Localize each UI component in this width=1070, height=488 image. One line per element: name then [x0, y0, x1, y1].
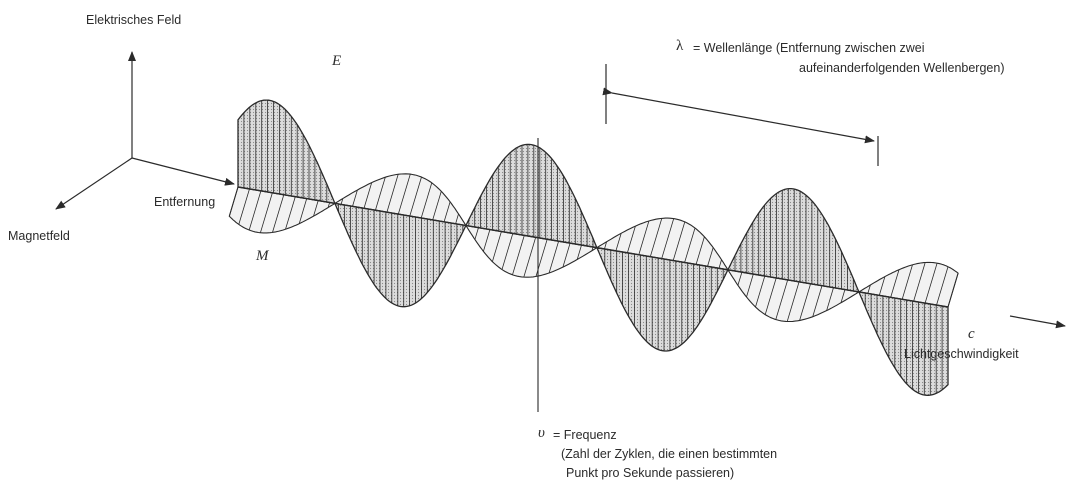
magnetic-field-vector [707, 247, 714, 267]
magnetic-field-vector [867, 284, 871, 294]
magnetic-field-vector [947, 273, 959, 308]
distance-axis-arrow [131, 157, 235, 186]
magnetic-field-vector [890, 269, 900, 298]
magnetic-field-vector [512, 235, 525, 275]
electric-field-lobe [237, 99, 336, 205]
magnetic-field-vector [443, 201, 451, 222]
propagation-arrow [1009, 315, 1066, 329]
magnetic-field-vector [746, 273, 754, 298]
coordinate-axes [55, 51, 235, 210]
magnetic-field-vector [799, 283, 811, 321]
magnetic-field-vector [248, 190, 262, 231]
wavelength-label: = Wellenlänge (Entfernung zwischen zwei [693, 41, 925, 55]
magnetic-field-vector [695, 236, 705, 265]
magnetic-field-lobe [228, 186, 337, 234]
magnetic-field-vector [285, 196, 296, 230]
magnetic-field-vector [576, 244, 582, 260]
wave-group [228, 99, 959, 396]
magnetic-field-vector [901, 264, 913, 300]
electric-wave-symbol: E [332, 53, 342, 69]
electric-field-lobe [595, 246, 729, 352]
wavelength-label-line2: aufeinanderfolgenden Wellenbergen) [799, 61, 1005, 75]
magnetic-field-vector [260, 192, 273, 233]
magnetic-field-vector [455, 213, 459, 224]
magnetic-field-vector [363, 182, 373, 209]
magnetic-field-vector [936, 266, 949, 306]
magnetic-field-vector [913, 262, 926, 302]
magnetic-field-vector [718, 259, 722, 269]
frequency-label-line3: Punkt pro Sekunde passieren) [566, 466, 735, 480]
magnetic-field-vector [786, 281, 800, 322]
magnetic-field-vector [397, 173, 411, 215]
magnetic-field-vector [627, 225, 636, 253]
wavelength-dimension [602, 64, 879, 166]
magnetic-field-lobe [333, 173, 468, 227]
magnetic-field-vector [764, 277, 777, 315]
distance-label: Entfernung [154, 195, 216, 209]
magnetic-field-vector [432, 191, 442, 221]
magnetic-field-label: Magnetfeld [8, 229, 70, 243]
magnetic-field-vector [604, 241, 607, 250]
magnetic-field-vector [228, 186, 239, 217]
magnetic-field-vector [375, 177, 386, 211]
magnetic-field-vector [649, 218, 663, 257]
magnetic-field-vector [562, 242, 571, 268]
magnetic-field-vector [638, 220, 650, 255]
magnetic-field-vector [737, 272, 743, 286]
electric-field-lobe [857, 291, 949, 396]
magnetic-field-vector [812, 285, 823, 317]
magnetic-wave-symbol: M [256, 248, 269, 264]
frequency-label-line2: (Zahl der Zyklen, die einen bestimmten [561, 447, 778, 461]
light-speed-symbol: c [968, 326, 975, 342]
magnetic-field-vector [501, 233, 514, 270]
magnetic-field-vector [386, 174, 399, 213]
magnetic-axis-arrow [55, 157, 133, 210]
magnetic-field-vector [672, 221, 686, 261]
frequency-symbol: υ [538, 425, 545, 441]
propagation-axis [237, 186, 949, 308]
magnetic-field-vector [483, 229, 491, 252]
magnetic-field-vector [661, 218, 675, 259]
frequency-label: = Frequenz [553, 428, 617, 442]
magnetic-field-vector [775, 279, 789, 320]
magnetic-field-vector [327, 202, 330, 208]
magnetic-field-vector [313, 200, 319, 217]
magnetic-field-vector [826, 287, 834, 311]
magnetic-field-vector [755, 275, 766, 308]
magnetic-field-vector [492, 231, 502, 262]
magnetic-field-vector [615, 233, 622, 252]
magnetic-field-vector [272, 194, 285, 233]
magnetic-field-vector [548, 241, 559, 274]
wavelength-symbol: λ [676, 38, 684, 54]
light-speed-label: Lichtgeschwindigkeit [904, 347, 1019, 361]
magnetic-field-vector [340, 198, 344, 205]
magnetic-field-vector [420, 182, 433, 219]
magnetic-field-vector [924, 262, 938, 304]
magnetic-field-vector [474, 227, 479, 240]
magnetic-field-vector [352, 189, 358, 207]
magnetic-field-vector [298, 198, 308, 224]
electric-field-label: Elektrisches Feld [86, 13, 182, 27]
magnetic-field-vector [409, 176, 422, 217]
magnetic-field-vector [238, 188, 250, 225]
magnetic-field-vector [523, 237, 537, 278]
magnetic-field-vector [840, 289, 846, 303]
magnetic-field-vector [878, 276, 886, 296]
magnetic-field-vector [684, 227, 696, 263]
magnetic-field-lobe [726, 269, 861, 323]
wavelength-arrow [602, 87, 875, 144]
